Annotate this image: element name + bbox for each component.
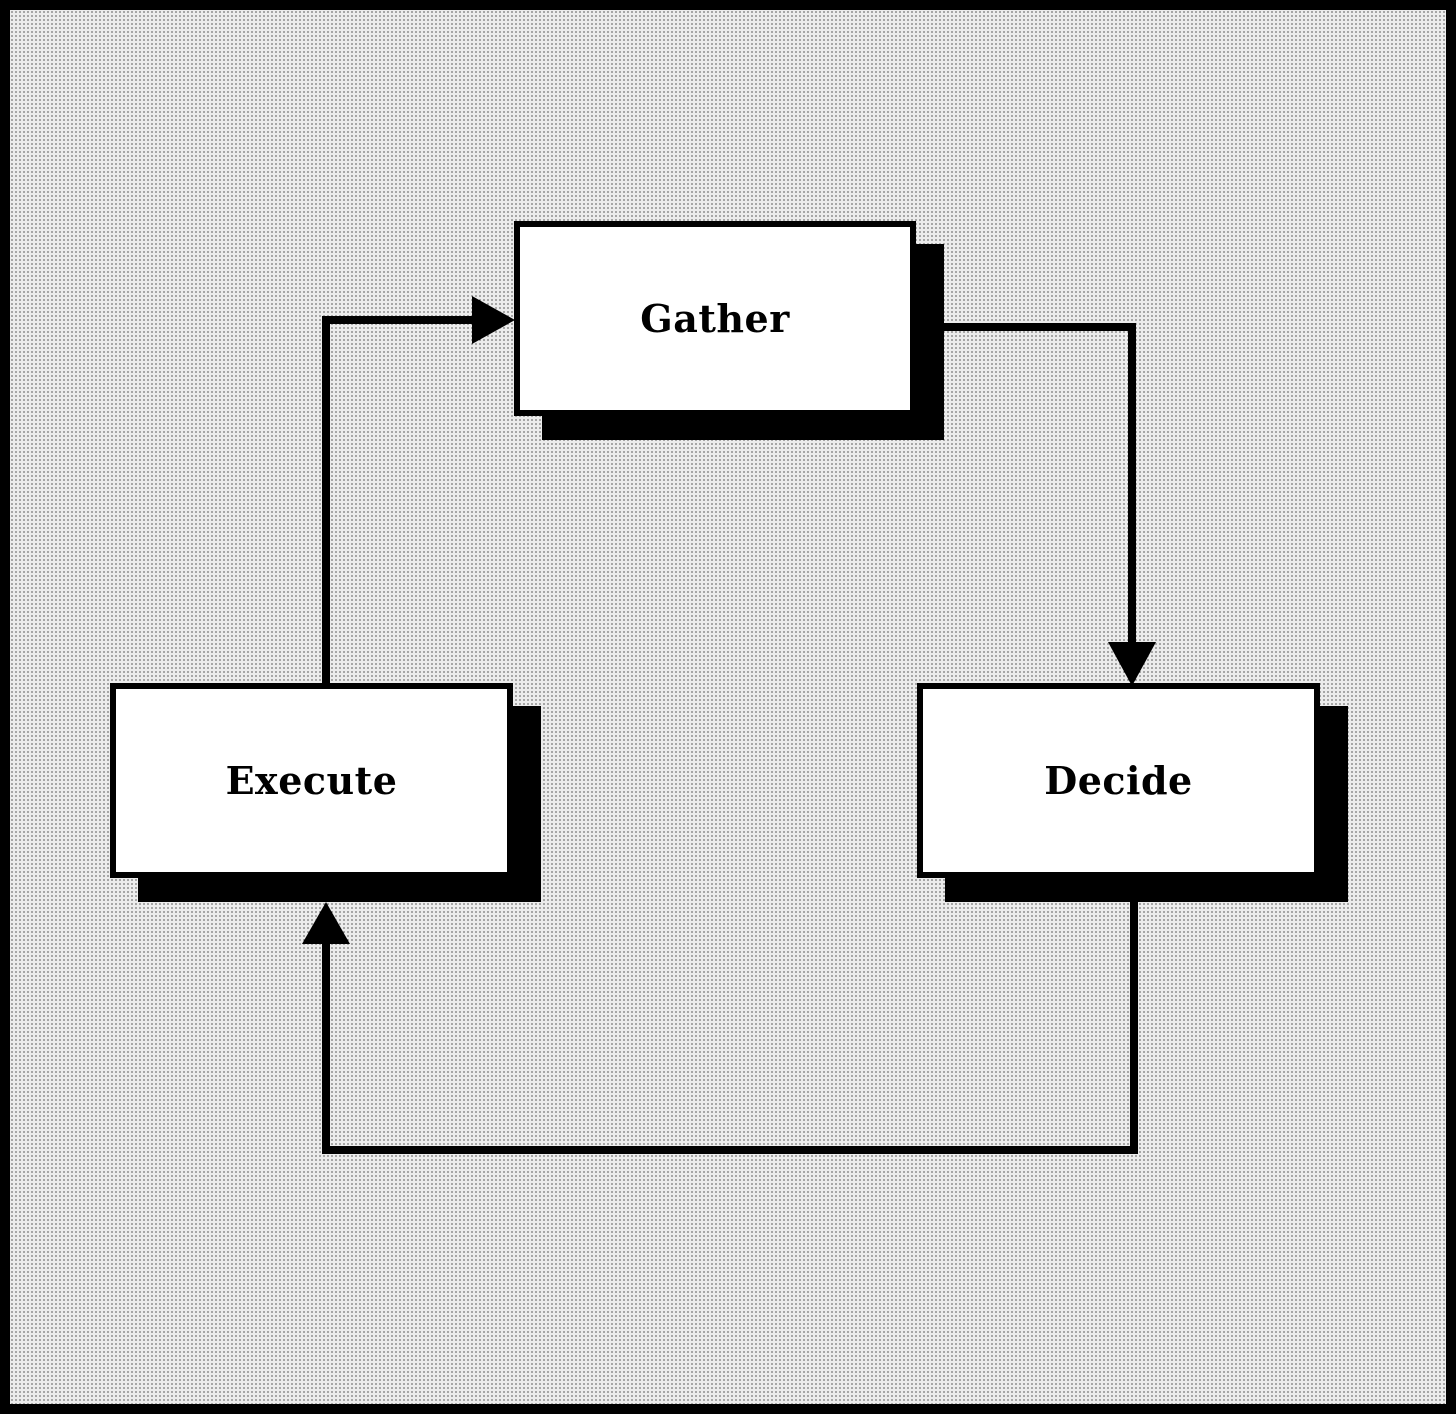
execute-node-label: Execute [225, 758, 398, 803]
execute-node[interactable]: Execute [110, 683, 513, 878]
decide-node[interactable]: Decide [917, 683, 1320, 878]
edge-execute-to-gather [322, 316, 478, 686]
edge-decide-to-execute [322, 900, 1138, 1154]
arrowhead-into-gather [472, 296, 515, 344]
decide-node-label: Decide [1044, 758, 1193, 803]
arrowhead-into-execute [302, 902, 350, 944]
edge-gather-to-decide [944, 323, 1136, 650]
gather-node[interactable]: Gather [514, 221, 916, 416]
gather-node-label: Gather [640, 296, 790, 341]
arrowhead-into-decide [1108, 642, 1156, 686]
